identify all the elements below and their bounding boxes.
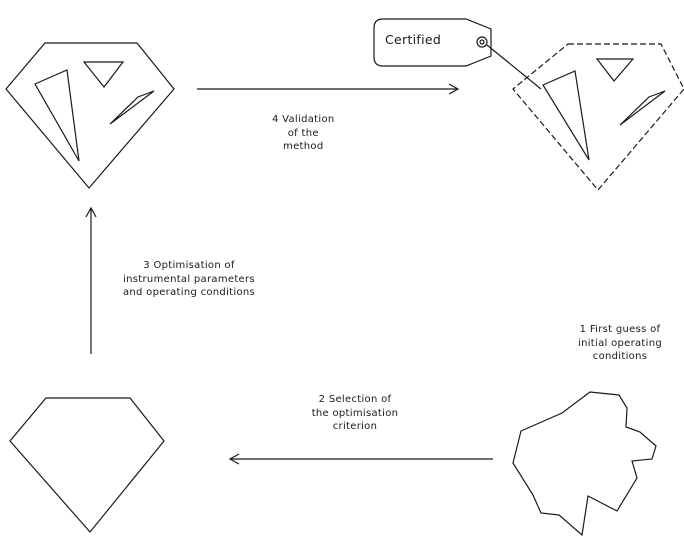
step-1-label: 1 First guess of initial operating condi…	[560, 323, 680, 364]
step-1-line-1: 1 First guess of	[579, 324, 661, 335]
faceted-diamond-icon	[5, 42, 175, 189]
step-2-line-3: criterion	[332, 421, 378, 432]
arrow-validation	[197, 83, 460, 95]
arrow-selection	[228, 453, 493, 465]
rough-gemstone-icon	[512, 391, 657, 537]
certified-tag	[373, 18, 542, 90]
step-3-label: 3 Optimisation of instrumental parameter…	[94, 259, 284, 300]
step-4-line-3: method	[283, 141, 324, 152]
step-4-label: 4 Validation of the method	[272, 113, 335, 154]
step-1-line-2: initial operating	[577, 337, 663, 349]
step-3-line-3: and operating conditions	[122, 287, 256, 298]
step-2-label: 2 Selection of the optimisation criterio…	[300, 393, 410, 434]
plain-diamond-icon	[9, 397, 165, 533]
step-4-line-1: 4 Validation	[272, 114, 335, 125]
step-3-line-1: 3 Optimisation of	[143, 260, 235, 271]
arrow-optimisation	[85, 206, 97, 354]
step-4-line-2: of the	[287, 127, 319, 139]
step-2-line-2: the optimisation	[311, 407, 399, 419]
step-1-line-3: conditions	[592, 351, 648, 362]
certified-label: Certified	[385, 32, 442, 47]
certified-diamond-icon	[512, 43, 684, 191]
step-2-line-1: 2 Selection of	[318, 394, 392, 405]
step-3-line-2: instrumental parameters	[123, 273, 255, 285]
